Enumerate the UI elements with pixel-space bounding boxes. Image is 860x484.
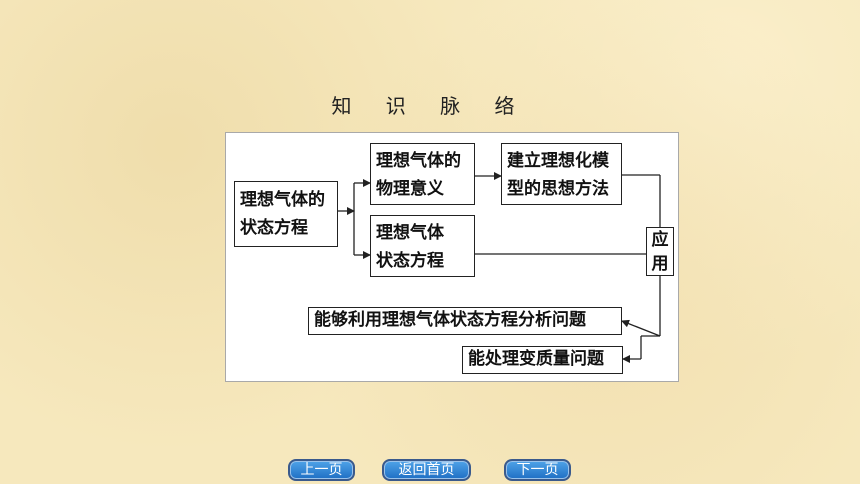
application-line-2: 用 (651, 254, 669, 274)
state-equation-line-1: 理想气体 (376, 223, 444, 243)
connector-lines (338, 172, 661, 363)
ideal-model-node: 建立理想化模 型的思想方法 (501, 143, 622, 205)
root-node-line-1: 理想气体的 (240, 190, 325, 210)
variable-mass-outcome-text: 能处理变质量问题 (468, 349, 604, 369)
knowledge-map-panel: 理想气体的 状态方程 理想气体的 物理意义 理想气体 状态方程 建立理想化模 型… (225, 132, 679, 382)
state-equation-node: 理想气体 状态方程 (370, 215, 475, 277)
next-page-button[interactable]: 下一页 (504, 459, 571, 481)
ideal-model-line-1: 建立理想化模 (507, 151, 609, 171)
home-button[interactable]: 返回首页 (382, 459, 471, 481)
root-node-line-2: 状态方程 (240, 218, 308, 238)
physical-meaning-line-1: 理想气体的 (376, 151, 461, 171)
state-equation-line-2: 状态方程 (376, 251, 444, 271)
ideal-model-line-2: 型的思想方法 (507, 179, 609, 199)
application-node: 应 用 (646, 227, 674, 276)
variable-mass-outcome-node: 能处理变质量问题 (462, 346, 623, 374)
physical-meaning-node: 理想气体的 物理意义 (370, 143, 475, 205)
analysis-outcome-node: 能够利用理想气体状态方程分析问题 (308, 307, 622, 335)
analysis-outcome-text: 能够利用理想气体状态方程分析问题 (314, 310, 586, 330)
prev-page-button[interactable]: 上一页 (288, 459, 355, 481)
physical-meaning-line-2: 物理意义 (376, 179, 444, 199)
application-line-1: 应 (651, 230, 669, 250)
page-title: 知 识 脉 络 (331, 94, 529, 118)
root-node: 理想气体的 状态方程 (234, 181, 338, 247)
